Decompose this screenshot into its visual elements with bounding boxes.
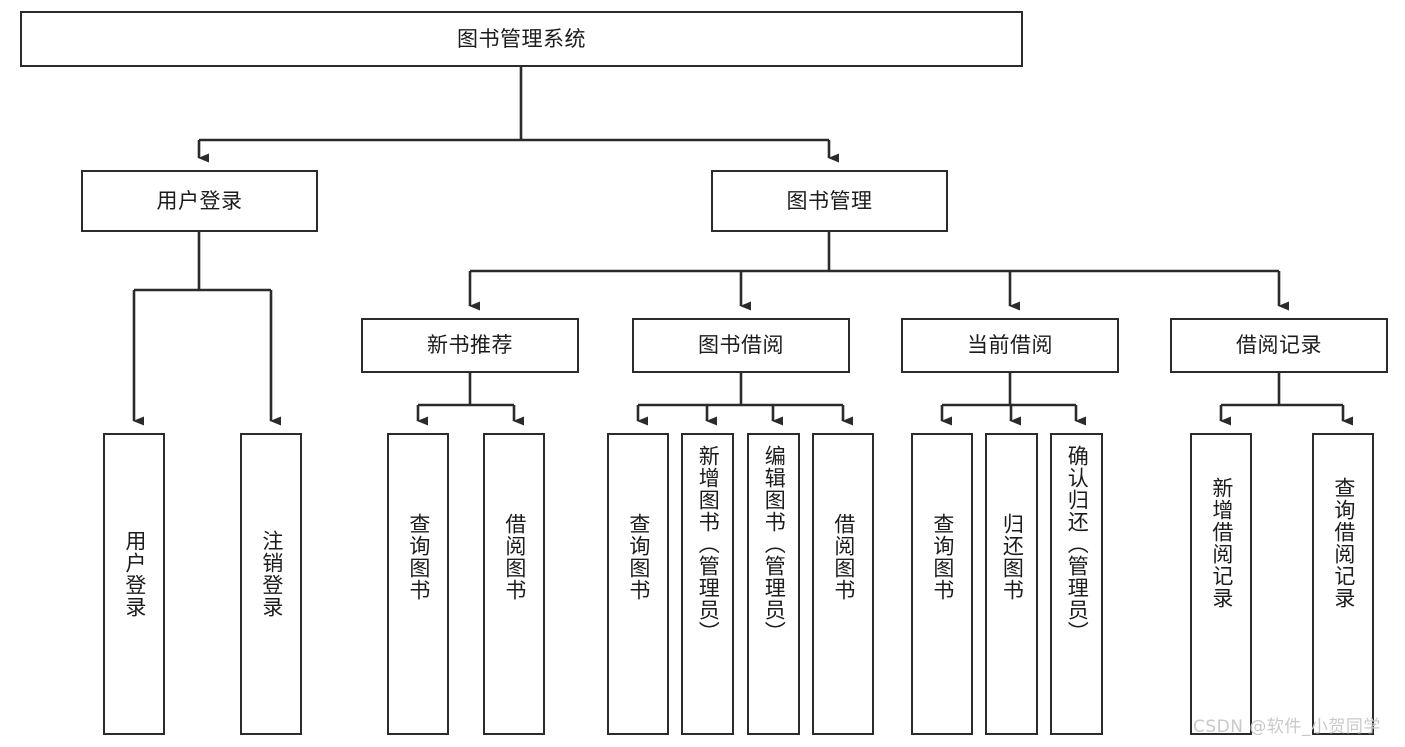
node-borrow-record[interactable]: 借阅记录 xyxy=(1170,318,1388,373)
node-leaf-query-borrow-record[interactable]: 查询借阅记录 xyxy=(1312,433,1374,735)
node-leaf-user-login[interactable]: 用户登录 xyxy=(103,433,165,735)
node-label: 图书借阅 xyxy=(698,333,784,358)
node-leaf-add-book[interactable]: 新增图书（管理员） xyxy=(681,433,734,735)
node-label: 新增图书（管理员） xyxy=(696,445,721,643)
node-label: 查询图书 xyxy=(406,513,431,601)
node-label: 用户登录 xyxy=(156,188,243,213)
node-label: 图书管理 xyxy=(786,188,873,213)
edge-group-borrow-record xyxy=(1219,373,1353,426)
node-book-borrow[interactable]: 图书借阅 xyxy=(632,318,850,373)
node-label: 查询图书 xyxy=(930,513,955,601)
node-label: 注销登录 xyxy=(259,530,284,618)
node-book-management[interactable]: 图书管理 xyxy=(711,170,948,232)
edge-group-root xyxy=(197,67,839,163)
node-label: 当前借阅 xyxy=(967,333,1053,358)
node-leaf-logout[interactable]: 注销登录 xyxy=(240,433,302,735)
node-label: 编辑图书（管理员） xyxy=(762,445,787,643)
edge-group-book-borrow xyxy=(636,373,853,426)
node-leaf-edit-book[interactable]: 编辑图书（管理员） xyxy=(747,433,800,735)
node-leaf-query-book-recommend[interactable]: 查询图书 xyxy=(387,433,449,735)
node-root-system[interactable]: 图书管理系统 xyxy=(20,11,1023,67)
node-leaf-borrow-book[interactable]: 借阅图书 xyxy=(812,433,874,735)
node-leaf-borrow-book-recommend[interactable]: 借阅图书 xyxy=(483,433,545,735)
node-label: 查询借阅记录 xyxy=(1331,477,1356,609)
node-user-login[interactable]: 用户登录 xyxy=(81,170,318,232)
node-new-book-recommend[interactable]: 新书推荐 xyxy=(361,318,579,373)
node-label: 新增借阅记录 xyxy=(1209,477,1234,609)
edge-group-new-book-recommend xyxy=(416,373,524,426)
node-current-borrow[interactable]: 当前借阅 xyxy=(901,318,1119,373)
node-leaf-query-book-current[interactable]: 查询图书 xyxy=(911,433,973,735)
node-leaf-query-book-borrow[interactable]: 查询图书 xyxy=(607,433,669,735)
node-label: 借阅图书 xyxy=(831,513,856,601)
edge-group-current-borrow xyxy=(940,373,1086,426)
edge-group-book-management xyxy=(468,232,1289,311)
node-leaf-confirm-return[interactable]: 确认归还（管理员） xyxy=(1050,433,1103,735)
node-label: 用户登录 xyxy=(122,530,147,618)
node-label: 确认归还（管理员） xyxy=(1065,445,1090,643)
node-label: 新书推荐 xyxy=(427,333,513,358)
node-label: 归还图书 xyxy=(1000,513,1025,601)
watermark-text: CSDN @软件_小贺同学 xyxy=(1193,717,1381,737)
node-leaf-add-borrow-record[interactable]: 新增借阅记录 xyxy=(1190,433,1252,735)
node-label: 借阅图书 xyxy=(502,513,527,601)
node-label: 借阅记录 xyxy=(1236,333,1322,358)
edge-group-user-login xyxy=(132,232,281,426)
node-leaf-return-book[interactable]: 归还图书 xyxy=(985,433,1038,735)
node-label: 查询图书 xyxy=(626,513,651,601)
node-label: 图书管理系统 xyxy=(457,26,586,51)
